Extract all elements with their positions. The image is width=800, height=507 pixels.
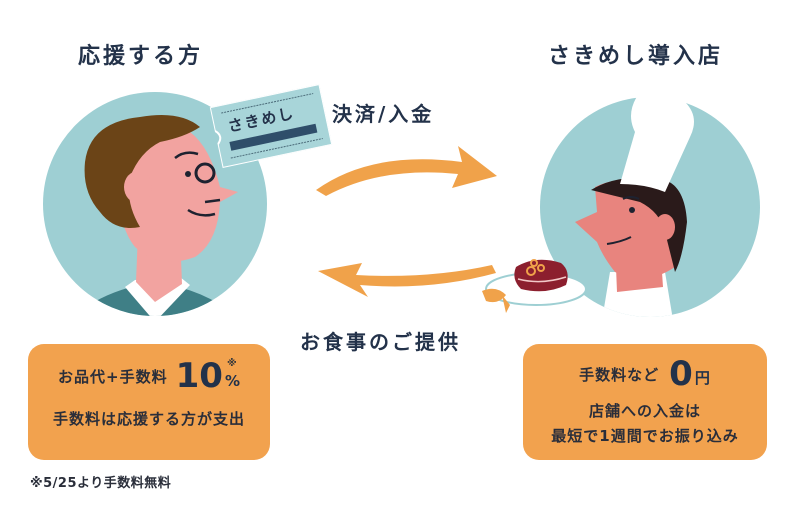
- supporter-fee-payer-text: 手数料は応援する方が支出: [52, 410, 245, 428]
- store-chef-illustration: [525, 92, 770, 332]
- food-plate-illustration: [476, 255, 586, 315]
- store-fee-text: 手数料など: [579, 365, 660, 384]
- store-heading: さきめし導入店: [548, 44, 724, 69]
- store-deposit-timing-text: 最短で1週間でお振り込み: [551, 427, 739, 445]
- store-fee-unit: 円: [694, 368, 711, 387]
- meal-service-label: お食事のご提供: [300, 330, 461, 354]
- supporter-hair: [84, 114, 200, 228]
- store-deposit-text: 店舗への入金は: [588, 402, 701, 420]
- fee-note-mark: ※: [226, 358, 237, 369]
- arrow-right-icon: [312, 140, 502, 200]
- supporter-illustration: [30, 92, 280, 332]
- payment-label: 決済/入金: [332, 102, 435, 126]
- store-fee-value: 0: [669, 354, 693, 394]
- fee-footnote: ※5/25より手数料無料: [30, 476, 172, 491]
- supporter-fee-card: お品代+手数料 10 % ※ 手数料は応援する方が支出: [28, 344, 270, 460]
- arrow-left-icon: [310, 255, 500, 305]
- supporter-heading: 応援する方: [78, 44, 204, 69]
- supporter-fee-text: お品代+手数料: [58, 367, 168, 386]
- store-fee-card: 手数料など 0 円 店舗への入金は 最短で1週間でお振り込み: [523, 344, 767, 460]
- supporter-fee-unit: %: [224, 372, 240, 390]
- sakimeshi-ticket: さきめし: [209, 84, 333, 168]
- chef-hair: [591, 177, 687, 272]
- chef-hat: [620, 92, 694, 192]
- supporter-fee-value: 10: [175, 356, 223, 396]
